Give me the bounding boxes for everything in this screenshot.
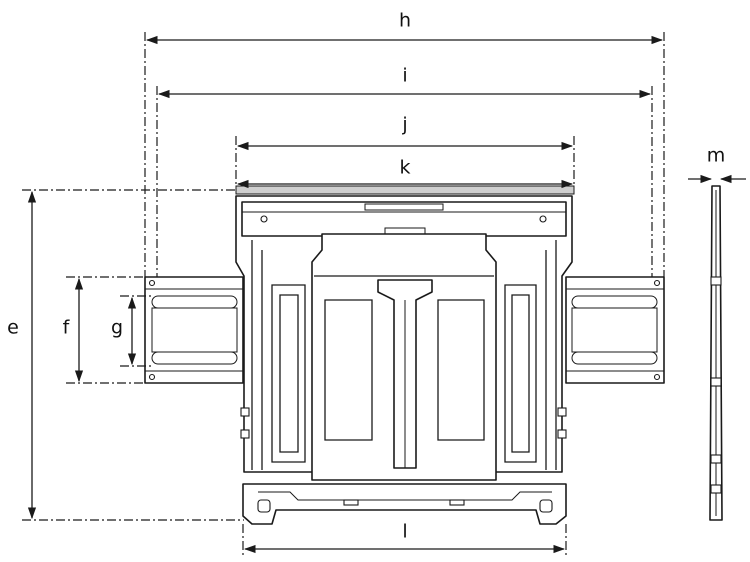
dimension-labels: h i j k l e f g m: [7, 10, 725, 543]
label-l: l: [402, 521, 407, 543]
left-extension-arm: [144, 276, 244, 384]
label-i: i: [402, 65, 407, 87]
extension-lines: [22, 32, 665, 556]
label-j: j: [401, 114, 407, 136]
side-profile-view: [709, 185, 723, 521]
right-extension-arm: [565, 276, 665, 384]
label-k: k: [399, 157, 410, 179]
mount-main-body: [235, 185, 575, 481]
dimension-lines: [27, 35, 746, 554]
label-f: f: [63, 317, 71, 339]
label-e: e: [7, 317, 19, 339]
label-m: m: [707, 145, 726, 167]
label-h: h: [399, 10, 411, 32]
label-g: g: [111, 317, 123, 339]
bottom-bracket: [242, 483, 567, 525]
